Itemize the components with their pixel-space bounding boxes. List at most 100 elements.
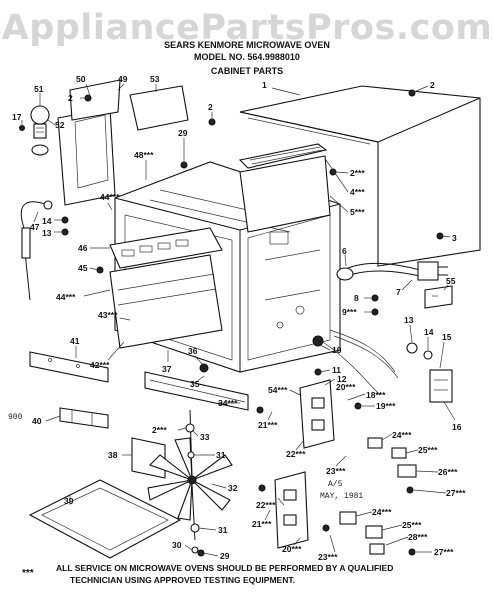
callout-52: 52 xyxy=(55,120,65,130)
rear-plate[interactable] xyxy=(131,437,166,479)
callout-25-upper: 25*** xyxy=(418,445,438,455)
control-bracket[interactable] xyxy=(57,79,121,206)
callout-22-upper: 22*** xyxy=(286,449,306,459)
callout-17: 17 xyxy=(12,112,22,122)
rating-label[interactable] xyxy=(424,285,453,309)
callout-2-stars-lower: 2*** xyxy=(152,425,167,435)
callout-38: 38 xyxy=(108,450,118,460)
callout-14-left: 14 xyxy=(42,216,52,226)
stirrer-shaft[interactable] xyxy=(185,409,200,554)
callout-31-upper: 31 xyxy=(216,450,226,460)
callout-37: 37 xyxy=(162,364,172,374)
callout-19: 19*** xyxy=(376,401,396,411)
callout-36: 36 xyxy=(188,346,198,356)
revision-date: MAY, 1981 xyxy=(320,492,364,501)
fuse-holder[interactable] xyxy=(429,369,453,403)
callout-27-lower: 27*** xyxy=(434,547,454,557)
callout-13-left: 13 xyxy=(42,228,52,238)
callout-6: 6 xyxy=(342,246,347,256)
callout-15: 15 xyxy=(442,332,452,342)
outer-cabinet[interactable] xyxy=(239,85,481,267)
callout-11: 11 xyxy=(332,365,341,375)
callout-39: 39 xyxy=(64,496,74,506)
callout-4: 4*** xyxy=(350,187,365,197)
diagram-title-brand: SEARS KENMORE MICROWAVE OVEN xyxy=(164,40,330,50)
top-vent-grille[interactable] xyxy=(238,143,328,169)
callout-44-top: 44*** xyxy=(100,192,120,202)
cover-plate[interactable] xyxy=(129,85,189,131)
diagram-section-title: CABINET PARTS xyxy=(210,66,284,76)
callout-29-bottom: 29 xyxy=(220,551,230,561)
callout-48: 48*** xyxy=(134,150,154,160)
callout-20-lower: 20*** xyxy=(282,544,302,554)
callout-54: 54*** xyxy=(268,385,288,395)
callout-44-mid: 44*** xyxy=(56,292,76,302)
service-warning-line2: TECHNICIAN USING APPROVED TESTING EQUIPM… xyxy=(70,575,295,585)
watermark-logo: AppliancePartsPros.com xyxy=(1,8,493,48)
callout-2-left: 2 xyxy=(68,93,73,103)
margin-mark: 900 xyxy=(8,413,23,422)
door-screen[interactable] xyxy=(59,407,109,429)
callout-33: 33 xyxy=(200,432,210,442)
callout-7: 7 xyxy=(396,287,401,297)
callout-13-right: 13 xyxy=(404,315,414,325)
callout-34: 34*** xyxy=(218,398,238,408)
temperature-probe[interactable] xyxy=(20,200,53,301)
callout-2-stars: 2*** xyxy=(350,168,365,178)
thermal-cutout[interactable] xyxy=(406,342,433,360)
callout-45: 45 xyxy=(78,263,88,273)
callout-46: 46 xyxy=(78,243,88,253)
callout-43: 43*** xyxy=(98,310,118,320)
micro-switch-set-upper[interactable] xyxy=(367,437,417,478)
callout-23-upper: 23*** xyxy=(326,466,346,476)
callout-35: 35 xyxy=(190,379,200,389)
callout-leader-lines xyxy=(21,83,456,557)
callout-9: 9*** xyxy=(342,307,357,317)
callout-31-lower: 31 xyxy=(218,525,228,535)
power-cord[interactable] xyxy=(336,261,448,281)
callout-2: 2 xyxy=(430,80,435,90)
callout-2-top: 2 xyxy=(208,102,213,112)
callout-21-lower: 21*** xyxy=(252,519,272,529)
callout-24-upper: 24*** xyxy=(392,430,412,440)
callout-10: 10 xyxy=(332,345,342,355)
callout-23-lower: 23*** xyxy=(318,552,338,562)
wire-harness[interactable] xyxy=(319,329,399,396)
callout-29-top: 29 xyxy=(178,128,188,138)
base-rail[interactable] xyxy=(144,371,249,411)
callout-27-upper: 27*** xyxy=(446,488,466,498)
callout-40: 40 xyxy=(32,416,42,426)
footnote-stars: *** xyxy=(22,568,34,579)
diagram-model-number: MODEL NO. 564.9988010 xyxy=(194,52,300,62)
side-panel[interactable] xyxy=(239,155,331,233)
callout-3: 3 xyxy=(452,233,457,243)
callout-labels: 1 2 3 2*** 4*** 5*** 2 29 48*** 53 50 49… xyxy=(12,74,466,562)
callout-47: 47 xyxy=(30,222,40,232)
door-panel[interactable] xyxy=(29,351,109,383)
callout-24-lower: 24*** xyxy=(372,507,392,517)
micro-switch-set-lower[interactable] xyxy=(339,511,385,555)
callout-5: 5*** xyxy=(350,207,365,217)
glass-tray[interactable] xyxy=(28,479,182,559)
stirrer-fan[interactable] xyxy=(147,437,233,521)
oven-lamp[interactable] xyxy=(30,105,50,156)
callout-50: 50 xyxy=(76,74,86,84)
revision-code: A/5 xyxy=(328,480,343,489)
interlock-switch-upper[interactable] xyxy=(299,379,335,449)
callout-51: 51 xyxy=(34,84,44,94)
callout-55: 55 xyxy=(446,276,456,286)
control-panel-frame[interactable] xyxy=(109,254,223,349)
callout-32: 32 xyxy=(228,483,238,493)
callout-1: 1 xyxy=(262,80,267,90)
callout-42: 42*** xyxy=(90,360,110,370)
callout-30: 30 xyxy=(172,540,182,550)
callout-14-right: 14 xyxy=(424,327,434,337)
callout-18: 18*** xyxy=(366,390,386,400)
callout-26: 26*** xyxy=(438,467,458,477)
control-panel-strip[interactable] xyxy=(109,227,223,269)
callout-41: 41 xyxy=(70,336,80,346)
callout-22-lower: 22*** xyxy=(256,500,276,510)
callout-16: 16 xyxy=(452,422,462,432)
callout-8: 8 xyxy=(354,293,359,303)
interlock-switch-lower[interactable] xyxy=(274,471,309,549)
